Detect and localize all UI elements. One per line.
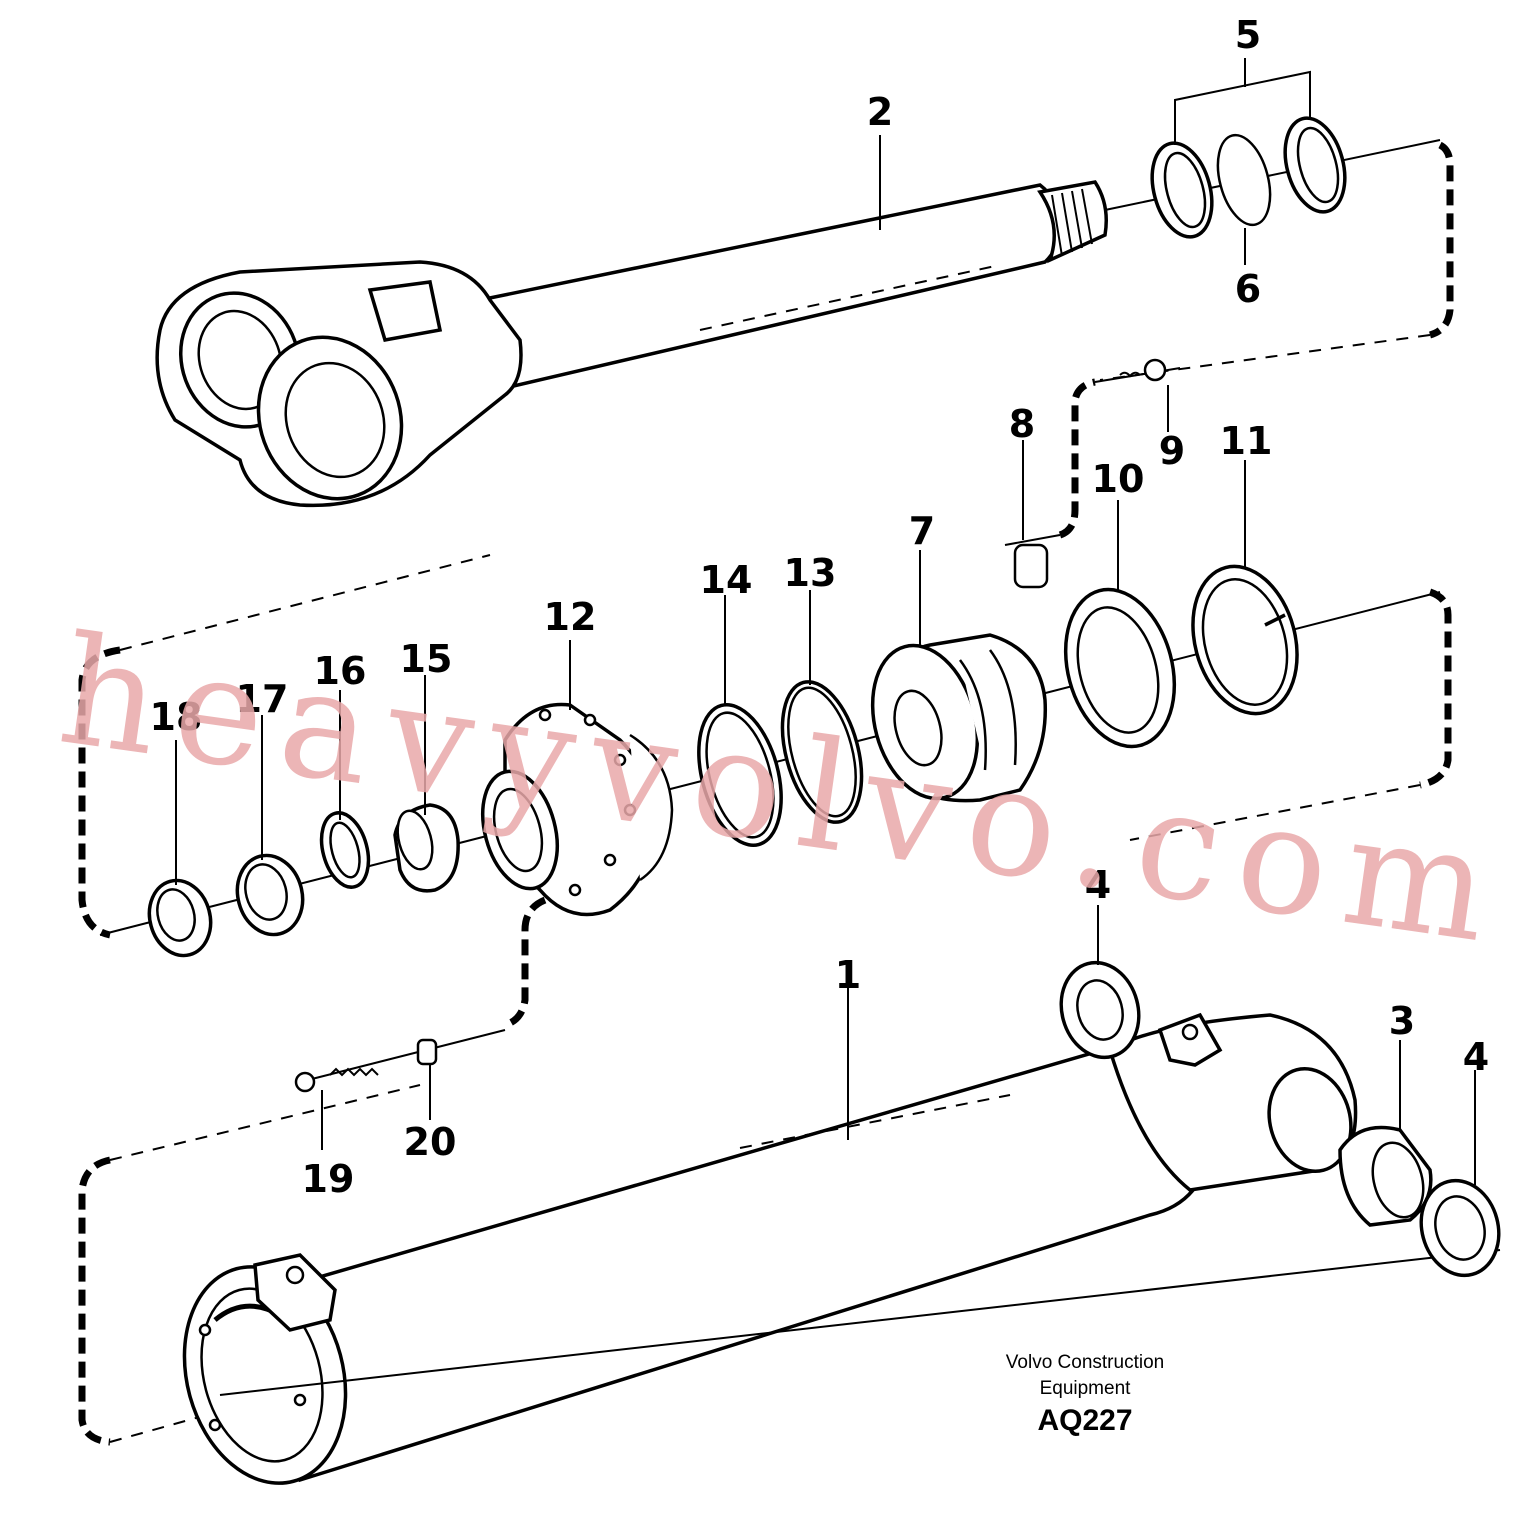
rod-eye-clevis [155,260,523,508]
piston-seal-row [78,358,1452,1029]
part-16-ring [319,811,371,889]
part-17-seal [235,853,305,937]
callout-1: 1 [835,953,861,997]
ring-6 [1216,133,1272,227]
row3-left-bracket [78,1156,111,1446]
part-15-bushing [393,803,460,893]
head-dashed-link [503,896,547,1029]
row1-return [1428,141,1454,339]
callout-17: 17 [236,677,289,721]
part-9-screw [1094,358,1181,383]
callout-15: 15 [400,637,453,681]
caption-company: Volvo Construction [1006,1352,1164,1373]
callout-3: 3 [1389,999,1415,1043]
tube-port-front [253,1253,337,1332]
part-11-guide-ring [1191,564,1299,716]
callout-8: 8 [1009,402,1035,446]
part-3-bushing [1338,1125,1433,1227]
caption-block: Volvo Construction Equipment AQ227 [1006,1352,1164,1437]
callout-11: 11 [1220,419,1273,463]
piston-rod [477,183,1062,391]
piston-rod-assembly [155,58,1454,508]
part-7-piston [870,633,1048,803]
callout-9: 9 [1159,429,1185,473]
callout-labels: 2 5 6 8 9 10 11 7 14 13 12 15 16 17 18 4… [150,13,1490,1201]
callout-20: 20 [404,1120,457,1164]
part-8-plug [1004,534,1061,589]
drawing-code: AQ227 [1037,1404,1132,1437]
tube-rear-eye [1107,1012,1358,1192]
callout-13: 13 [784,551,837,595]
callout-7: 7 [909,509,935,553]
callout-19: 19 [302,1157,355,1201]
callout-16: 16 [314,649,367,693]
callout-10: 10 [1092,457,1145,501]
part-19-screw [294,1029,506,1093]
callout-14: 14 [700,558,753,602]
part-18-wiper [147,878,213,958]
callout-6: 6 [1235,267,1261,311]
callout-4-right: 4 [1463,1035,1489,1079]
bracket-5 [1174,70,1311,145]
callout-12: 12 [544,595,597,639]
part-10-seal [1063,587,1177,749]
callout-5: 5 [1235,13,1261,57]
plug-dashed-link [1058,378,1096,539]
row2-right-bracket [1419,588,1452,789]
rod-axis [699,264,1001,331]
callout-18: 18 [150,695,203,739]
rod-thread [1037,180,1108,264]
caption-division: Equipment [1040,1378,1132,1399]
row3-axis [219,1249,1501,1396]
part-12-cylinder-head [481,702,674,917]
callout-4-top: 4 [1085,863,1111,907]
callout-2: 2 [867,90,893,134]
cylinder-tube-row [78,905,1501,1485]
part-20-washer [416,1038,438,1066]
